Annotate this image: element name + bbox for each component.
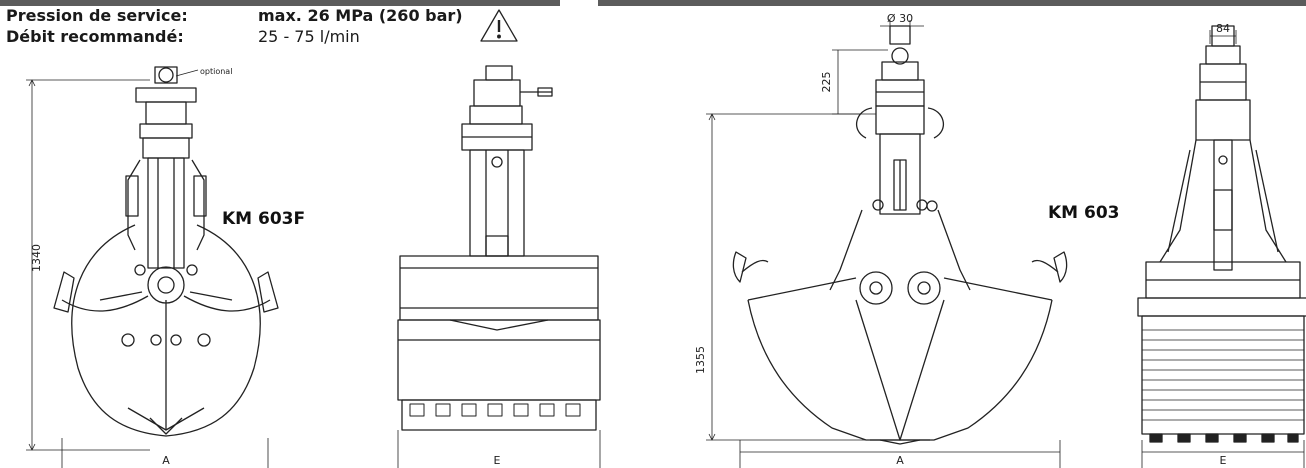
pressure-value: max. 26 MPa (260 bar) [258, 6, 463, 25]
km603f-side-view [397, 65, 601, 431]
width-dim-a-right: A [896, 454, 904, 467]
pin-dim: Ø 30 [887, 12, 913, 25]
dim-84-line [1209, 30, 1237, 44]
dim-a-left-line [61, 438, 269, 468]
model-label-km603: KM 603 [1048, 203, 1120, 223]
width-dim-e-left: E [494, 454, 501, 467]
model-label-km603f: KM 603F [222, 209, 305, 229]
km603f-front-view [53, 66, 279, 437]
width-dim-a-left: A [162, 454, 170, 467]
dim-1340-line [26, 79, 150, 451]
flow-label: Débit recommandé: [6, 27, 184, 46]
height-dim-1355: 1355 [694, 346, 707, 374]
warning-triangle-icon [480, 9, 518, 42]
dim-225-line [832, 49, 888, 115]
width-dim-e-right: E [1220, 454, 1227, 467]
km603-side-view [1137, 25, 1306, 443]
header-bar-left [0, 0, 560, 6]
top-dim-225: 225 [820, 72, 833, 93]
side-dim-84: 84 [1216, 22, 1230, 35]
km603-front-view [732, 25, 1068, 445]
header-bar-right [598, 0, 1306, 6]
flow-value: 25 - 75 l/min [258, 27, 360, 46]
dim-1355-line [706, 113, 870, 441]
dim-e-left-line [397, 430, 601, 468]
dim-pin-line [880, 20, 924, 32]
dim-a-right-line [739, 440, 1061, 468]
height-dim-1340: 1340 [30, 244, 43, 272]
optional-note: optional [200, 67, 232, 76]
dim-e-right-line [1141, 440, 1305, 468]
pressure-label: Pression de service: [6, 6, 188, 25]
